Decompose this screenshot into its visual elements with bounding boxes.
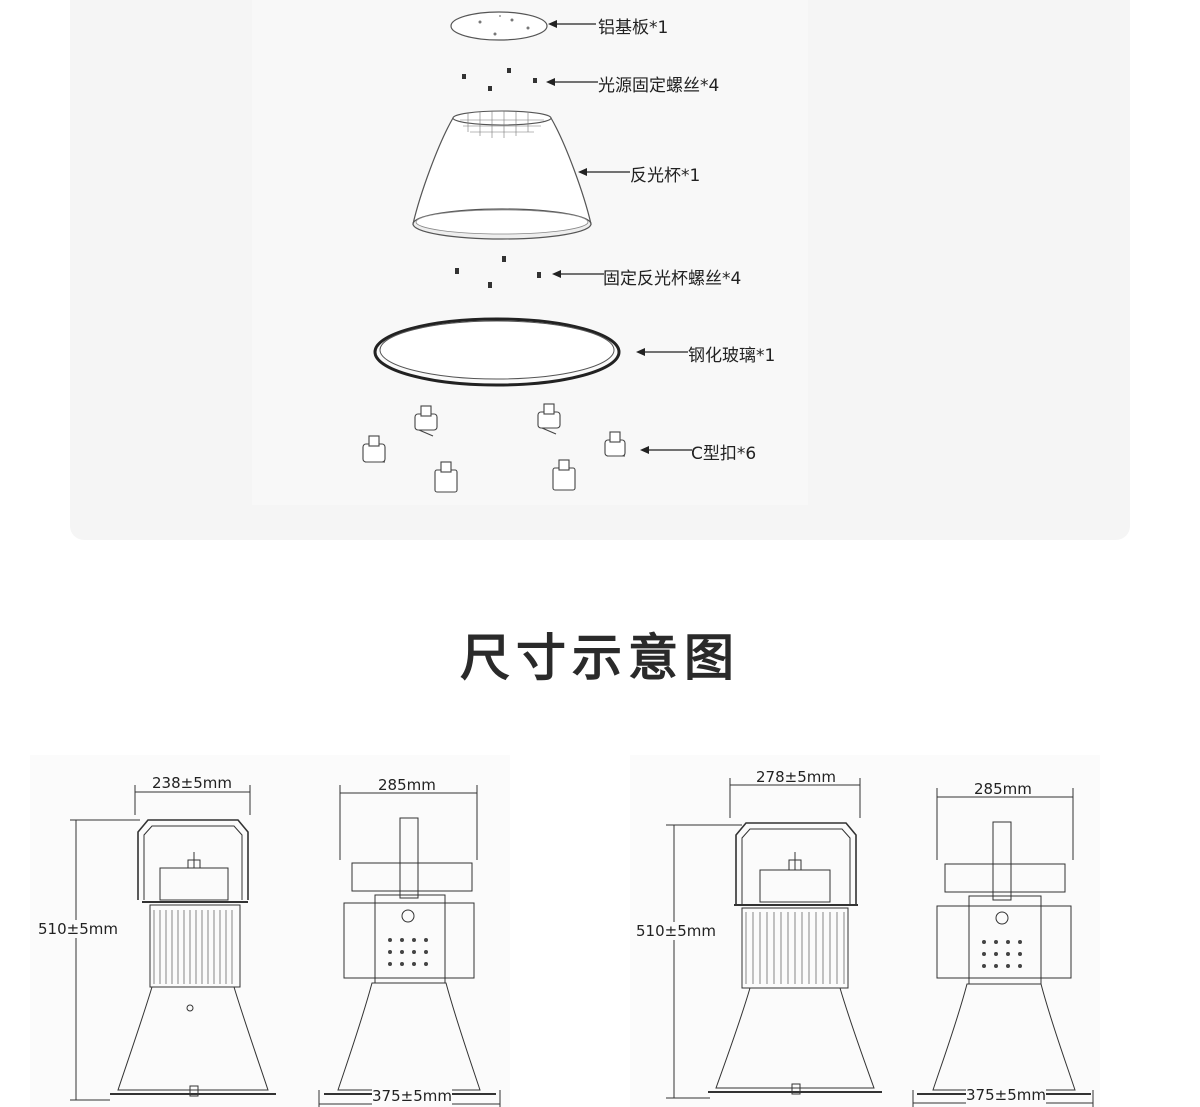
reflector-screws-drawing [455, 256, 541, 288]
c-clips-drawing [362, 403, 626, 493]
part-label-c-clips: C型扣*6 [691, 444, 757, 464]
tempered-glass-drawing [373, 317, 621, 387]
part-label-aluminum-plate: 铝基板*1 [598, 18, 669, 38]
left-side-width-label: 285mm [378, 776, 436, 794]
part-label-reflector-cup: 反光杯*1 [630, 166, 701, 186]
section-title: 尺寸示意图 [460, 629, 740, 687]
reflector-cup-arrow [578, 168, 630, 176]
right-front-width-label: 278±5mm [756, 768, 836, 786]
aluminum-plate-drawing [450, 11, 548, 41]
left-height-label: 510±5mm [38, 920, 118, 938]
tempered-glass-arrow [636, 348, 688, 356]
left-model-front-view [70, 785, 276, 1101]
left-base-width-label: 375±5mm [372, 1087, 452, 1105]
light-source-screws-arrow [546, 78, 598, 86]
part-label-light-source-screws: 光源固定螺丝*4 [598, 76, 720, 96]
light-source-screws-drawing [462, 68, 537, 91]
left-model-side-view [318, 785, 501, 1107]
right-side-width-label: 285mm [974, 780, 1032, 798]
right-base-width-label: 375±5mm [966, 1086, 1046, 1104]
part-label-reflector-screws: 固定反光杯螺丝*4 [603, 269, 742, 289]
right-height-label: 510±5mm [636, 922, 716, 940]
right-model-side-view [912, 788, 1094, 1107]
part-label-tempered-glass: 钢化玻璃*1 [688, 346, 776, 366]
reflector-screws-arrow [552, 270, 604, 278]
aluminum-plate-arrow [548, 20, 596, 28]
left-front-width-label: 238±5mm [152, 774, 232, 792]
c-clips-arrow [640, 446, 692, 454]
exploded-view-drawing-area [252, 0, 808, 505]
right-model-front-view [666, 778, 882, 1099]
reflector-cup-drawing [412, 110, 592, 240]
